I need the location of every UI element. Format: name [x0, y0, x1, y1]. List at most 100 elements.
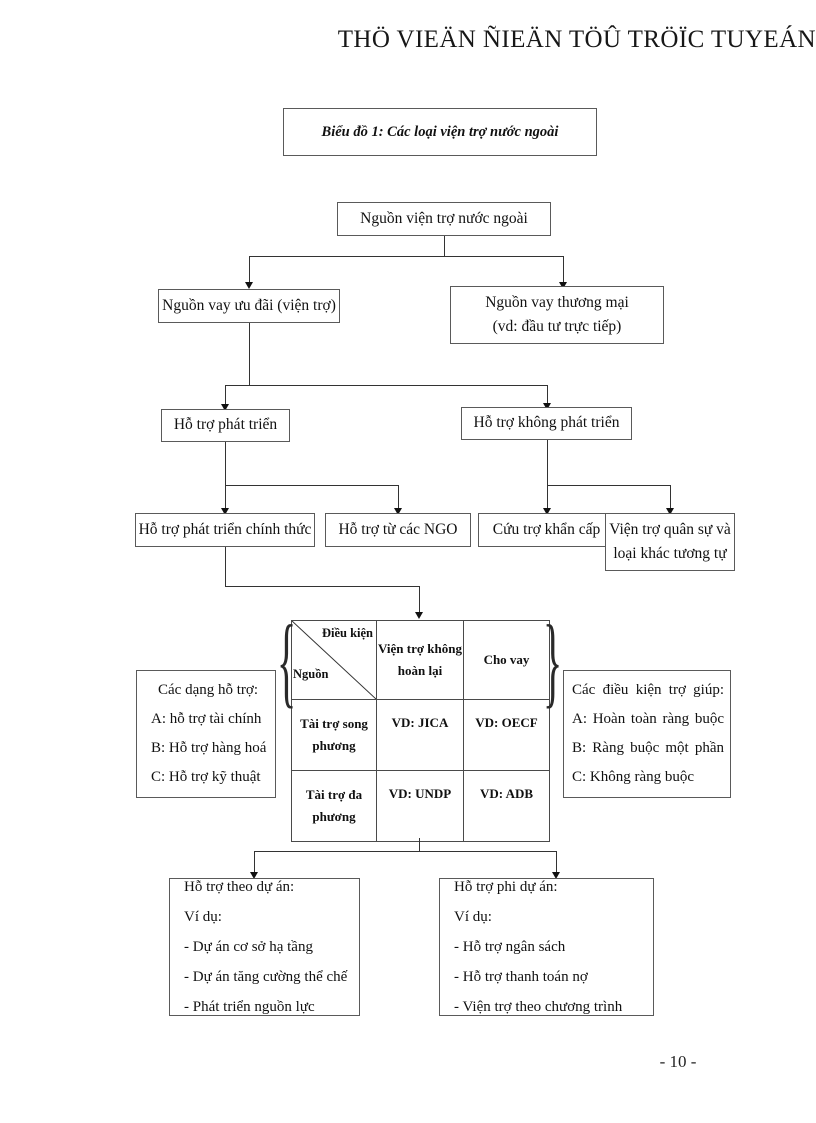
- matrix-col-header-loan-line1: Cho vay: [483, 651, 530, 667]
- project-aid-line-2: Ví dụ:: [184, 909, 222, 925]
- nonproject-aid-line-4: - Hỗ trợ thanh toán nợ: [454, 969, 588, 985]
- project-aid-box: Hỗ trợ theo dự án: Ví dụ: - Dự án cơ sở …: [169, 878, 360, 1016]
- project-aid-line-1: Hỗ trợ theo dự án:: [184, 879, 295, 895]
- nonproject-aid-line-1: Hỗ trợ phi dự án:: [454, 879, 558, 895]
- connector-bottom-right-drop: [556, 851, 557, 873]
- node-ngo-label: Hỗ trợ từ các NGO: [338, 520, 458, 538]
- node-nondev-aid-label: Hỗ trợ không phát triển: [473, 414, 620, 432]
- matrix-cell-bilateral-grant: VD: JICA: [376, 699, 464, 771]
- arrow-to-military: [665, 508, 674, 515]
- left-annotation-line-2: A: hỗ trợ tài chính: [151, 710, 262, 727]
- connector-bottom-left-drop: [254, 851, 255, 873]
- node-root-label: Nguồn viện trợ nước ngoài: [360, 209, 528, 227]
- connector-nondev-aid-stem: [547, 440, 548, 485]
- node-root: Nguồn viện trợ nước ngoài: [337, 202, 551, 236]
- matrix-row-header-multilateral-line1: Tài trợ đa: [305, 786, 363, 802]
- matrix-col-header-grant-line1: Viện trợ không: [377, 640, 462, 656]
- page-number: - 10 -: [659, 1052, 697, 1071]
- node-military: Viện trợ quân sự và loại khác tương tự: [605, 513, 735, 571]
- aid-matrix-table: Điều kiện Nguồn Viện trợ không hoàn lại …: [291, 620, 550, 842]
- node-emergency-label: Cứu trợ khẩn cấp: [492, 520, 601, 538]
- matrix-row-header-bilateral-line2: phương: [312, 738, 356, 753]
- node-oda-label: Hỗ trợ phát triển chính thức: [138, 520, 312, 538]
- matrix-row-header-bilateral-line1: Tài trợ song: [300, 715, 368, 731]
- connector-level1-left-drop: [249, 256, 250, 283]
- matrix-row-header-multilateral-line2: phương: [312, 809, 356, 824]
- connector-concessional-stem: [249, 323, 250, 385]
- arrow-to-nondev-aid: [542, 403, 551, 410]
- arrow-to-project-aid: [249, 872, 258, 879]
- corner-diagonal-icon: [292, 621, 376, 699]
- left-annotation-line-3: B: Hỗ trợ hàng hoá: [151, 740, 267, 756]
- node-dev-aid-label: Hỗ trợ phát triển: [173, 416, 278, 434]
- project-aid-line-4: - Dự án tăng cường thể chế: [184, 969, 348, 985]
- matrix-row-header-multilateral: Tài trợ đa phương: [291, 770, 377, 842]
- right-annotation-line-2: A: Hoàn toàn ràng buộc: [572, 710, 724, 727]
- left-brace-icon: {: [277, 603, 297, 719]
- matrix-cell-bilateral-loan: VD: OECF: [463, 699, 550, 771]
- right-annotation-line-3: B: Ràng buộc một phần: [572, 740, 724, 756]
- connector-dev-aid-stem: [225, 442, 226, 485]
- matrix-row-bilateral: Tài trợ song phương VD: JICA VD: OECF: [291, 699, 550, 771]
- node-loan-commercial: Nguồn vay thương mại (vd: đầu tư trực ti…: [450, 286, 664, 344]
- right-annotation-box: Các điều kiện trợ giúp: A: Hoàn toàn ràn…: [563, 670, 731, 798]
- arrow-to-nonproject-aid: [551, 872, 560, 879]
- connector-matrix-drop: [419, 586, 420, 613]
- arrow-to-loan-concessional: [244, 282, 253, 289]
- matrix-cell-bilateral-grant-text: VD: JICA: [391, 715, 449, 730]
- diagram-caption-box: Biểu đồ 1: Các loại viện trợ nước ngoài: [283, 108, 597, 156]
- node-military-line2: loại khác tương tự: [613, 545, 727, 562]
- right-annotation-line-1: Các điều kiện trợ giúp:: [572, 681, 724, 698]
- arrow-to-ngo: [393, 508, 402, 515]
- matrix-cell-multilateral-grant: VD: UNDP: [376, 770, 464, 842]
- node-loan-concessional: Nguồn vay ưu đãi (viện trợ): [158, 289, 340, 323]
- matrix-col-header-grant-line2: hoàn lại: [397, 663, 443, 678]
- right-brace-icon: }: [543, 603, 563, 719]
- nonproject-aid-box: Hỗ trợ phi dự án: Ví dụ: - Hỗ trợ ngân s…: [439, 878, 654, 1016]
- connector-level2-bar: [225, 385, 547, 386]
- node-emergency: Cứu trợ khẩn cấp: [478, 513, 615, 547]
- arrow-to-matrix: [414, 612, 423, 619]
- connector-level3-right-bar: [547, 485, 670, 486]
- connector-level2-left-drop: [225, 385, 226, 405]
- connector-matrix-stem: [419, 838, 420, 851]
- node-loan-concessional-label: Nguồn vay ưu đãi (viện trợ): [162, 296, 336, 314]
- matrix-row-multilateral: Tài trợ đa phương VD: UNDP VD: ADB: [291, 770, 550, 842]
- matrix-cell-multilateral-loan: VD: ADB: [463, 770, 550, 842]
- connector-level3-oda-drop: [225, 485, 226, 509]
- matrix-col-header-loan: Cho vay: [463, 620, 550, 700]
- matrix-condition-label: Điều kiện: [321, 626, 373, 640]
- connector-level1-right-drop: [563, 256, 564, 283]
- diagram-caption-text: Biểu đồ 1: Các loại viện trợ nước ngoài: [321, 123, 559, 140]
- page-header-title: THÖ VIEÄN ÑIEÄN TÖÛ TRÖÏC TUYEÁN: [337, 26, 816, 53]
- connector-level1-bar: [249, 256, 563, 257]
- connector-root-stem: [444, 236, 445, 256]
- connector-oda-to-matrix-bar: [225, 586, 419, 587]
- matrix-corner-cell: Điều kiện Nguồn: [291, 620, 377, 700]
- connector-level3-military-drop: [670, 485, 671, 509]
- matrix-cell-bilateral-loan-text: VD: OECF: [475, 715, 538, 730]
- matrix-col-header-grant: Viện trợ không hoàn lại: [376, 620, 464, 700]
- connector-oda-stem: [225, 547, 226, 586]
- matrix-header-row: Điều kiện Nguồn Viện trợ không hoàn lại …: [291, 620, 550, 700]
- matrix-row-header-bilateral: Tài trợ song phương: [291, 699, 377, 771]
- matrix-cell-multilateral-loan-text: VD: ADB: [479, 786, 534, 801]
- node-oda: Hỗ trợ phát triển chính thức: [135, 513, 315, 547]
- left-annotation-line-4: C: Hỗ trợ kỹ thuật: [151, 769, 261, 786]
- right-annotation-line-4: C: Không ràng buộc: [572, 769, 695, 786]
- matrix-cell-multilateral-grant-text: VD: UNDP: [388, 786, 452, 801]
- connector-level3-emergency-drop: [547, 485, 548, 509]
- nonproject-aid-line-3: - Hỗ trợ ngân sách: [454, 939, 566, 955]
- connector-level3-ngo-drop: [398, 485, 399, 509]
- connector-level3-left-bar: [225, 485, 398, 486]
- node-loan-commercial-line2: (vd: đầu tư trực tiếp): [492, 318, 622, 335]
- node-loan-commercial-line1: Nguồn vay thương mại: [485, 293, 629, 311]
- project-aid-line-5: - Phát triển nguồn lực: [184, 999, 315, 1015]
- node-ngo: Hỗ trợ từ các NGO: [325, 513, 471, 547]
- arrow-to-dev-aid: [220, 404, 229, 411]
- arrow-to-loan-commercial: [558, 282, 567, 289]
- connector-level2-right-drop: [547, 385, 548, 405]
- left-annotation-box: Các dạng hỗ trợ: A: hỗ trợ tài chính B: …: [136, 670, 276, 798]
- node-dev-aid: Hỗ trợ phát triển: [161, 409, 290, 442]
